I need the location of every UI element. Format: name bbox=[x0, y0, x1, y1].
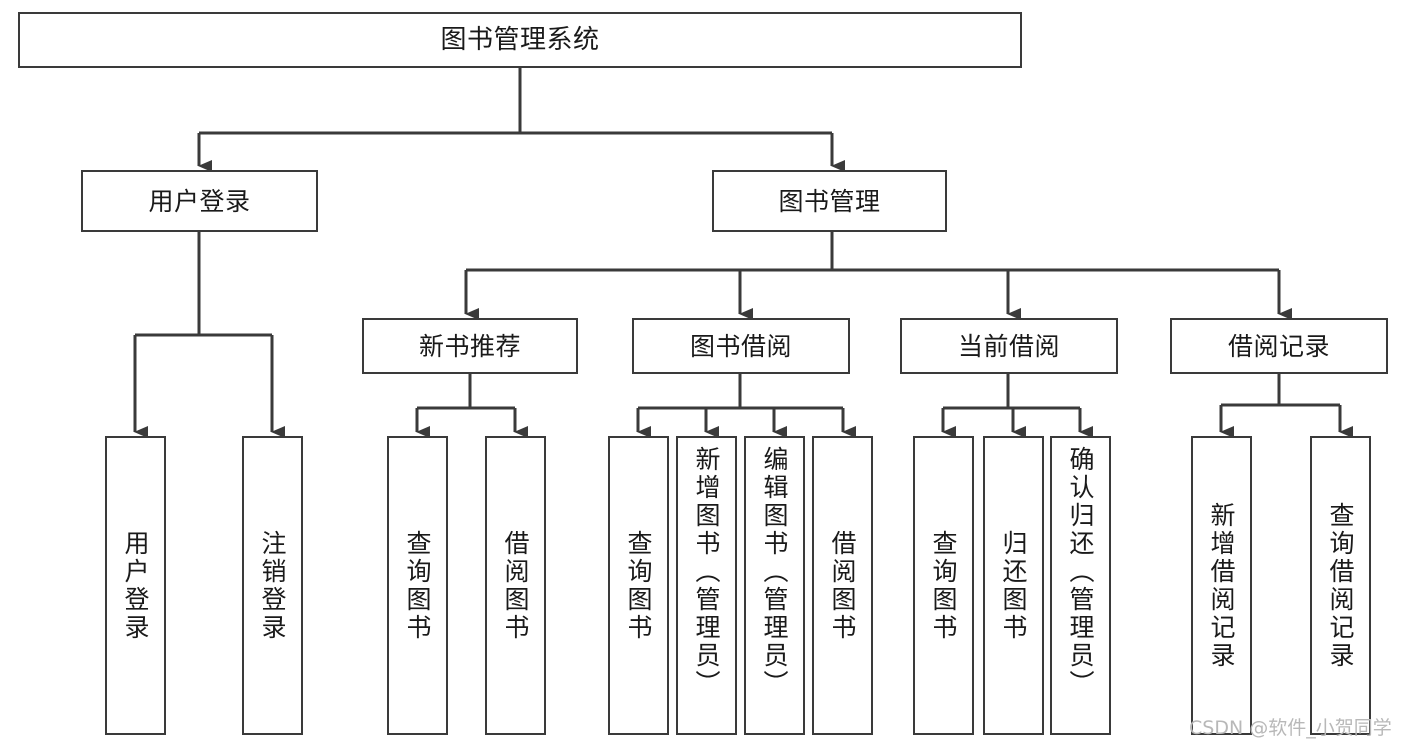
node-label: 借阅图书 bbox=[501, 529, 530, 642]
node-label: 查询图书 bbox=[624, 529, 653, 642]
node-label: 新书推荐 bbox=[418, 331, 521, 361]
leaf-return-book[interactable]: 归还图书 bbox=[983, 436, 1044, 735]
node-label: 借阅图书 bbox=[828, 529, 857, 642]
leaf-add-borrow-record[interactable]: 新增借阅记录 bbox=[1191, 436, 1252, 735]
node-label: 查询图书 bbox=[929, 529, 958, 642]
leaf-logout-login[interactable]: 注销登录 bbox=[242, 436, 303, 735]
edge-group-user-login bbox=[133, 232, 285, 438]
node-label: 用户登录 bbox=[148, 186, 251, 216]
edge-group-root bbox=[197, 68, 845, 172]
node-label: 查询借阅记录 bbox=[1326, 501, 1355, 670]
leaf-user-login[interactable]: 用户登录 bbox=[105, 436, 166, 735]
node-label: 编辑图书（管理员） bbox=[760, 446, 789, 698]
node-label: 注销登录 bbox=[258, 529, 287, 642]
edge-group-new-book-recommend bbox=[415, 374, 528, 438]
node-label: 借阅记录 bbox=[1227, 331, 1330, 361]
node-borrow-record[interactable]: 借阅记录 bbox=[1170, 318, 1388, 374]
node-label: 新增借阅记录 bbox=[1207, 501, 1236, 670]
edge-group-book-borrow bbox=[636, 374, 856, 438]
edge-group-current-borrow bbox=[941, 374, 1093, 438]
node-book-borrow[interactable]: 图书借阅 bbox=[632, 318, 850, 374]
node-label: 图书管理系统 bbox=[440, 25, 600, 55]
node-label: 用户登录 bbox=[121, 529, 150, 642]
leaf-borrow-book-borrow[interactable]: 借阅图书 bbox=[812, 436, 873, 735]
node-label: 当前借阅 bbox=[957, 331, 1060, 361]
leaf-edit-book-admin[interactable]: 编辑图书（管理员） bbox=[744, 436, 805, 735]
leaf-add-book-admin[interactable]: 新增图书（管理员） bbox=[676, 436, 737, 735]
leaf-query-book-recommend[interactable]: 查询图书 bbox=[387, 436, 448, 735]
node-current-borrow[interactable]: 当前借阅 bbox=[900, 318, 1118, 374]
node-user-login[interactable]: 用户登录 bbox=[81, 170, 318, 232]
leaf-borrow-book-recommend[interactable]: 借阅图书 bbox=[485, 436, 546, 735]
node-label: 查询图书 bbox=[403, 529, 432, 642]
edge-group-book-manage bbox=[464, 232, 1292, 320]
leaf-query-borrow-record[interactable]: 查询借阅记录 bbox=[1310, 436, 1371, 735]
csdn-watermark: CSDN @软件_小贺同学 bbox=[1189, 717, 1392, 739]
node-book-management[interactable]: 图书管理 bbox=[712, 170, 947, 232]
node-new-book-recommend[interactable]: 新书推荐 bbox=[362, 318, 578, 374]
leaf-confirm-return-admin[interactable]: 确认归还（管理员） bbox=[1050, 436, 1111, 735]
leaf-query-book-current[interactable]: 查询图书 bbox=[913, 436, 974, 735]
node-label: 图书管理 bbox=[778, 186, 881, 216]
node-root-book-management-system[interactable]: 图书管理系统 bbox=[18, 12, 1022, 68]
node-label: 新增图书（管理员） bbox=[692, 446, 721, 698]
edge-group-borrow-record bbox=[1219, 374, 1353, 438]
leaf-query-book-borrow[interactable]: 查询图书 bbox=[608, 436, 669, 735]
node-label: 确认归还（管理员） bbox=[1066, 446, 1095, 698]
node-label: 图书借阅 bbox=[689, 331, 792, 361]
node-label: 归还图书 bbox=[999, 529, 1028, 642]
